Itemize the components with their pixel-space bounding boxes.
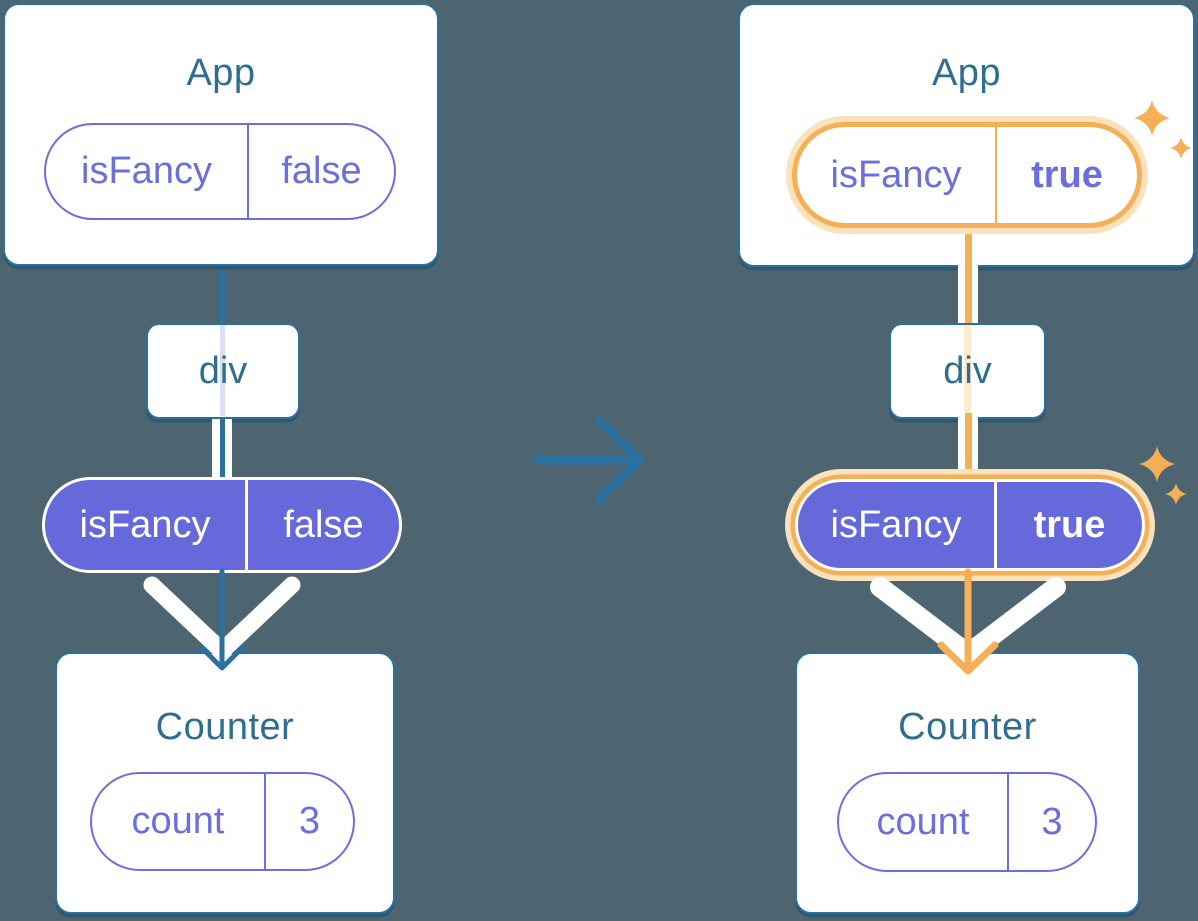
connector-app-to-div-before (219, 264, 225, 325)
state-name: count (131, 800, 225, 842)
sparkle-icon (1139, 446, 1187, 505)
component-title: App (186, 52, 256, 94)
prop-pill-app-after: isFancy true (792, 122, 1142, 228)
prop-name: isFancy (79, 503, 211, 546)
prop-name: isFancy (830, 503, 962, 546)
state-pill-after: count 3 (837, 772, 1097, 872)
component-title: Counter (898, 706, 1037, 748)
prop-flow-line-before (219, 419, 225, 481)
component-title: div (198, 349, 248, 392)
prop-value: false (247, 125, 394, 218)
flow-stripe (964, 325, 971, 416)
prop-flow-line-after (964, 413, 972, 481)
transition-arrow-icon (532, 416, 645, 504)
prop-name: isFancy (830, 153, 962, 196)
prop-flow-line-after (964, 265, 972, 327)
component-card-div-after: div (889, 323, 1046, 419)
prop-value: false (245, 480, 399, 570)
state-pill-before: count 3 (90, 772, 355, 871)
prop-name: isFancy (81, 150, 212, 192)
prop-value: true (994, 482, 1142, 568)
component-title: App (931, 52, 1002, 94)
prop-flow-line-after (964, 226, 972, 268)
state-value: 3 (264, 774, 353, 869)
component-title: Counter (155, 706, 295, 748)
component-title: div (943, 349, 992, 392)
flow-stripe (219, 325, 225, 416)
state-value: 3 (1007, 774, 1095, 870)
prop-pill-passed-before: isFancy false (42, 477, 402, 573)
prop-pill-app-before: isFancy false (44, 123, 396, 220)
state-name: count (876, 800, 970, 843)
prop-value: true (995, 127, 1137, 223)
component-card-div-before: div (146, 323, 300, 419)
prop-pill-passed-after: isFancy true (795, 479, 1145, 571)
